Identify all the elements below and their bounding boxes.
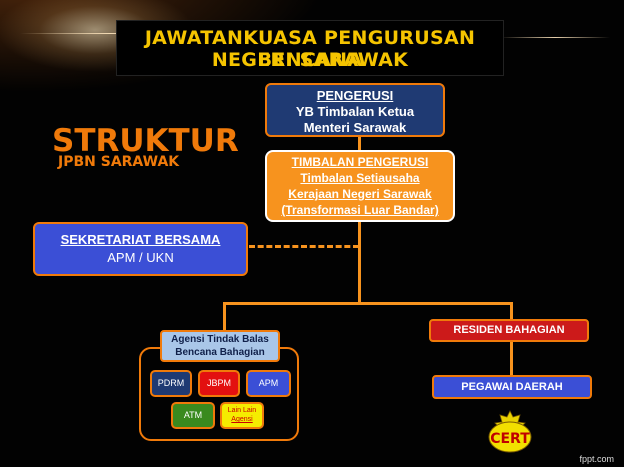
struktur-heading: STRUKTUR xyxy=(52,123,239,159)
sekretariat-title: SEKRETARIAT BERSAMA xyxy=(60,232,221,247)
residen-box: RESIDEN BAHAGIAN xyxy=(429,319,589,342)
jpbn-subheading: JPBN SARAWAK xyxy=(58,154,180,170)
agency-lain-lain: Lain Lain Agensi xyxy=(220,402,264,429)
sekretariat-line-1: APM / UKN xyxy=(107,250,174,265)
agensi-line-1: Agensi Tindak Balas xyxy=(171,334,269,345)
pengerusi-line-2: Menteri Sarawak xyxy=(303,120,407,135)
pegawai-box: PEGAWAI DAERAH xyxy=(432,375,592,399)
timbalan-box: TIMBALAN PENGERUSI Timbalan Setiausaha K… xyxy=(265,150,455,222)
connector-timbalan-down xyxy=(358,222,361,303)
cert-logo-text: CERT xyxy=(490,431,530,447)
light-streak xyxy=(500,37,610,38)
footer-credit: fppt.com xyxy=(579,454,614,464)
connector-horizontal xyxy=(223,302,513,305)
timbalan-line-2: Kerajaan Negeri Sarawak xyxy=(288,187,432,201)
pengerusi-line-1: YB Timbalan Ketua xyxy=(295,104,415,119)
connector-residen-pegawai xyxy=(510,342,513,375)
cert-logo-icon: CERT xyxy=(488,410,532,453)
timbalan-title: TIMBALAN PENGERUSI xyxy=(291,155,429,169)
title-line-1: JAWATANKUASA PENGURUSAN BENCANA xyxy=(144,27,476,71)
agensi-box: Agensi Tindak Balas Bencana Bahagian xyxy=(160,330,280,362)
agensi-line-2: Bencana Bahagian xyxy=(175,347,265,358)
agency-jbpm: JBPM xyxy=(198,370,240,397)
connector-to-agensi xyxy=(223,302,226,330)
agency-apm: APM xyxy=(246,370,291,397)
sekretariat-box: SEKRETARIAT BERSAMA APM / UKN xyxy=(33,222,248,276)
agency-lain-line-2: Agensi xyxy=(231,416,253,423)
title-line-2: NEGERI SARAWAK xyxy=(211,49,409,71)
timbalan-line-3: (Transformasi Luar Bandar) xyxy=(281,203,439,217)
title-box: JAWATANKUASA PENGURUSAN BENCANA NEGERI S… xyxy=(116,20,504,76)
connector-pengerusi-timbalan xyxy=(358,137,361,150)
pengerusi-box: PENGERUSI YB Timbalan Ketua Menteri Sara… xyxy=(265,83,445,137)
agency-pdrm: PDRM xyxy=(150,370,192,397)
dashed-connector-sekretariat xyxy=(249,245,359,248)
light-streak xyxy=(20,33,200,34)
pengerusi-title: PENGERUSI xyxy=(316,88,394,103)
agency-atm: ATM xyxy=(171,402,215,429)
timbalan-line-1: Timbalan Setiausaha xyxy=(300,171,420,185)
agency-lain-line-1: Lain Lain xyxy=(227,407,257,414)
connector-to-residen xyxy=(510,302,513,319)
